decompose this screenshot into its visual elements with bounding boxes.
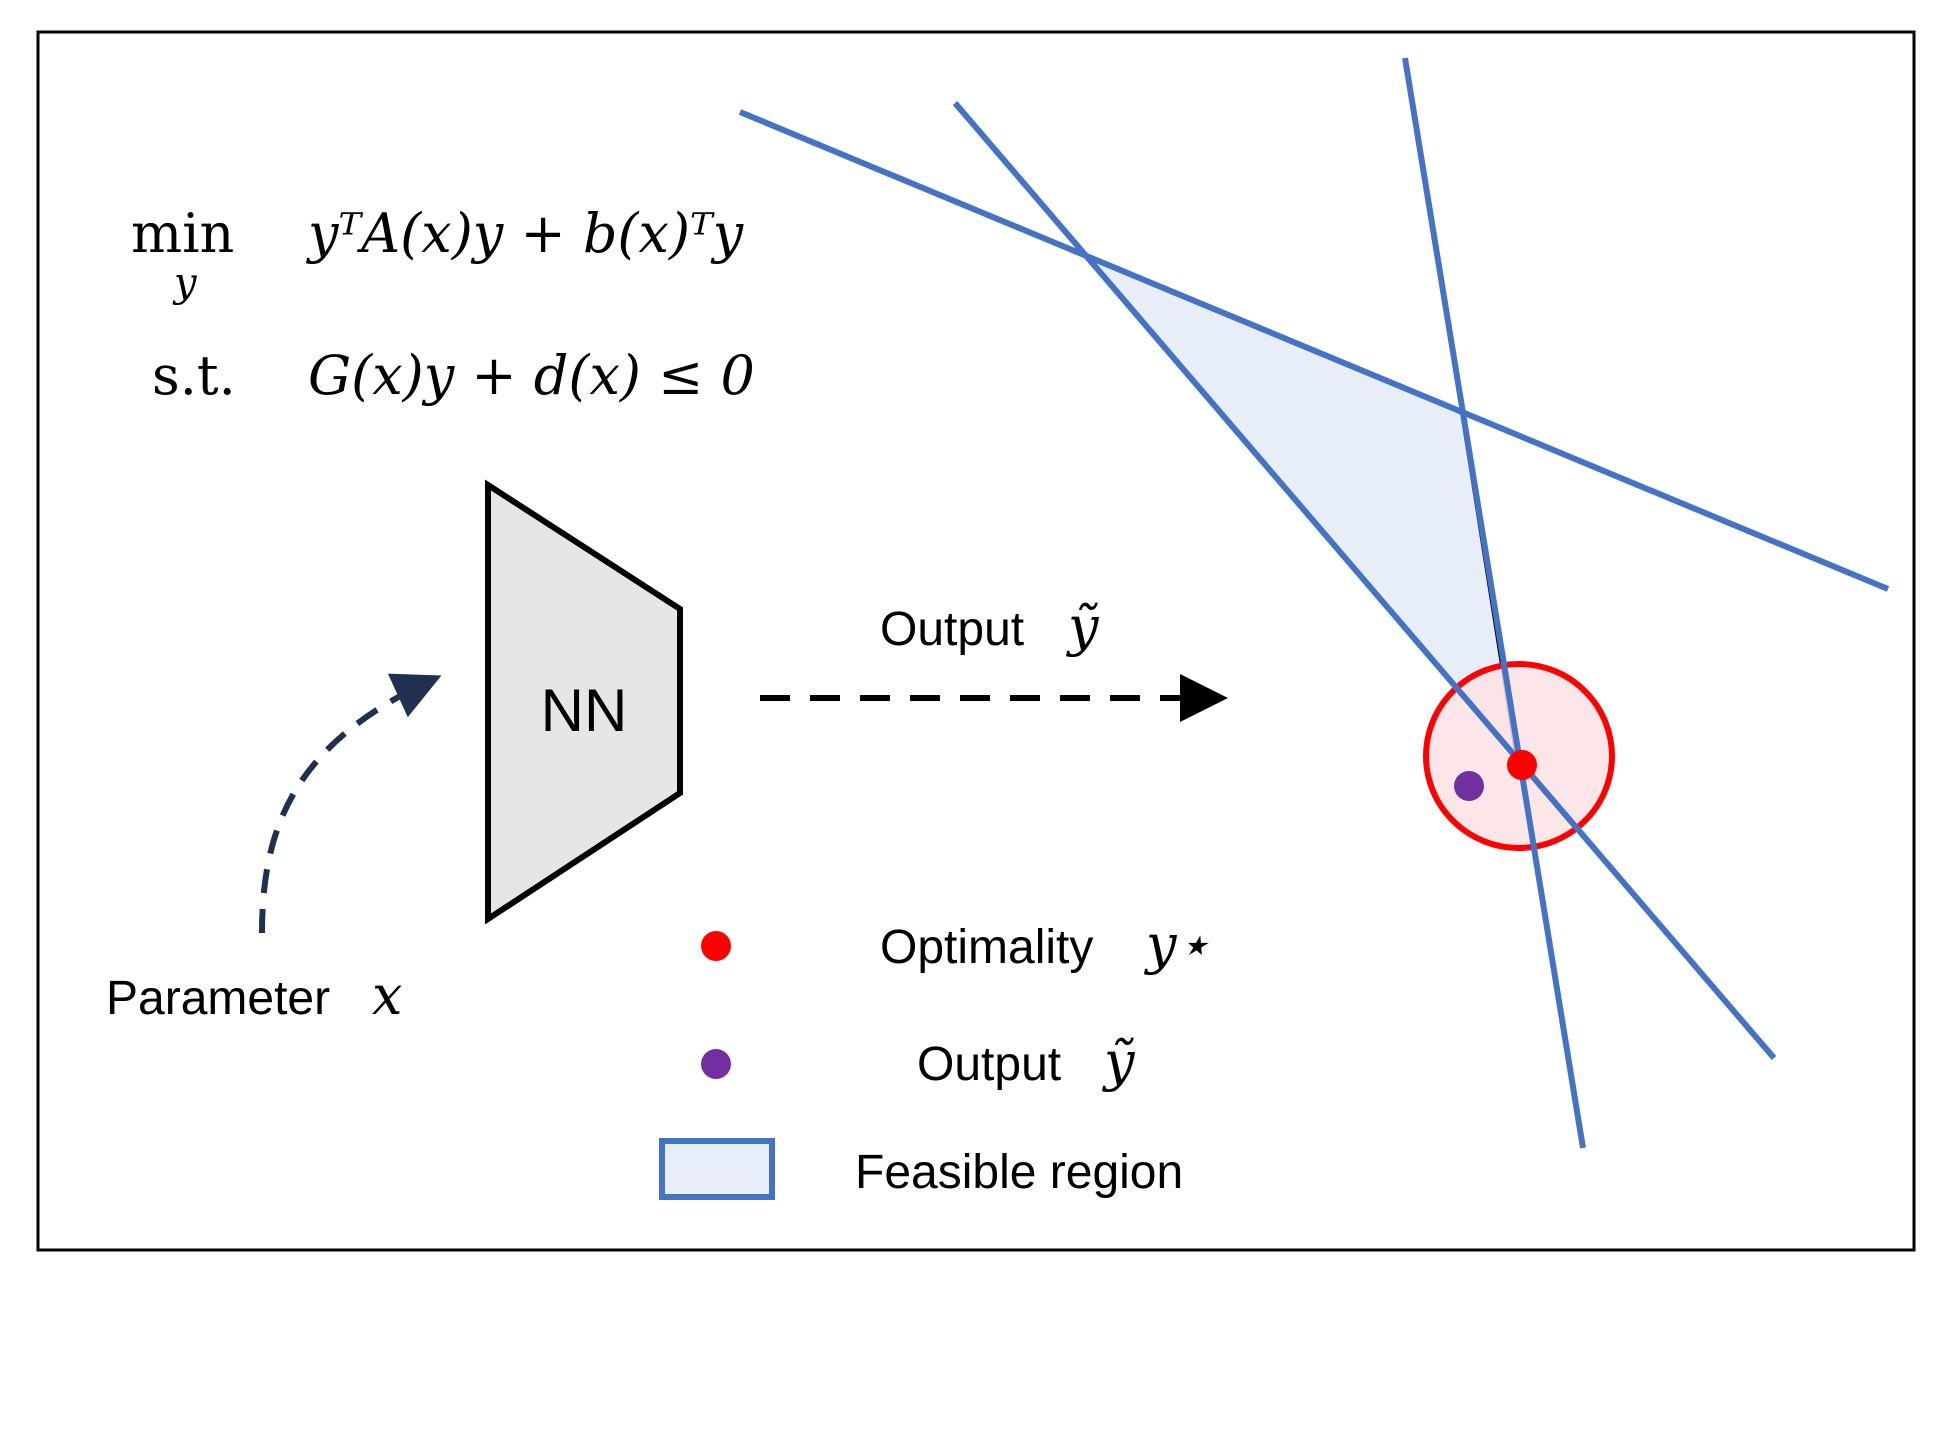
output-point: [1454, 771, 1484, 801]
nn-label: NN: [541, 677, 628, 744]
constraint-line-3: [1402, 57, 1586, 1149]
input-symbol: x: [372, 964, 402, 1027]
objective-expression: yᵀA(x)y + b(x)ᵀy: [306, 202, 745, 265]
output-arrow-symbol: ỹ: [1066, 595, 1100, 658]
min-label: min: [131, 202, 234, 265]
constraint-line-1: [738, 109, 1890, 592]
figure-frame: [36, 30, 1916, 1252]
input-label: Parameter: [106, 972, 330, 1025]
input-arrow: [259, 673, 442, 934]
legend-feasible-swatch: [659, 1138, 775, 1200]
min-subscript: y: [172, 260, 198, 306]
legend-optimality-symbol: y⋆: [1144, 913, 1210, 976]
legend: Optimality y⋆ Output ỹ Feasible region: [659, 913, 1210, 1200]
legend-optimality-marker: [701, 931, 731, 961]
legend-output-marker: [701, 1049, 731, 1079]
constraint-expression: G(x)y + d(x) ≤ 0: [308, 344, 755, 407]
legend-feasible-label: Feasible region: [855, 1146, 1183, 1199]
legend-output-label: Output: [917, 1038, 1061, 1091]
nn-block: [485, 479, 683, 925]
legend-output-symbol: ỹ: [1102, 1030, 1136, 1093]
output-arrow-label: Output: [880, 603, 1024, 656]
constraint-line-2: [952, 101, 1777, 1060]
st-label: s.t.: [152, 344, 236, 407]
legend-optimality-label: Optimality: [880, 921, 1093, 974]
optimum-point: [1507, 750, 1537, 780]
